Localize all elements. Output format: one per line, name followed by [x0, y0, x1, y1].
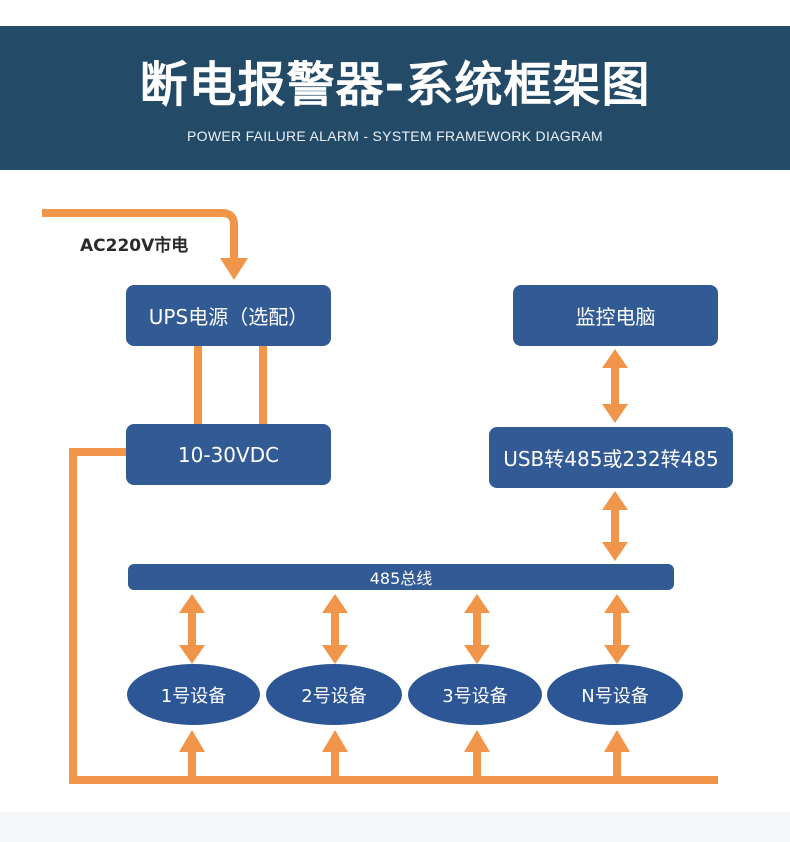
device-n-node: N号设备 [547, 664, 683, 725]
rs485-bus: 485总线 [128, 564, 674, 590]
page-subtitle: POWER FAILURE ALARM - SYSTEM FRAMEWORK D… [187, 128, 603, 144]
header-banner [0, 26, 790, 170]
page-title: 断电报警器-系统框架图 [139, 57, 651, 113]
footer-band [0, 812, 790, 842]
power-rail-wire [69, 448, 718, 784]
pc-arrow-down [602, 404, 628, 423]
device-2-node: 2号设备 [266, 664, 402, 725]
converter-box: USB转485或232转485 [489, 427, 733, 488]
pc-arrow-up [602, 349, 628, 368]
converter-arrow-up [602, 491, 628, 510]
ac-input-wire [42, 209, 238, 258]
dc-power-box: 10-30VDC [126, 424, 331, 485]
converter-arrow-down [602, 542, 628, 561]
device-3-node: 3号设备 [408, 664, 542, 725]
ups-power-box: UPS电源（选配） [126, 285, 331, 346]
ac-arrow-head [220, 258, 248, 280]
ac-input-label: AC220V市电 [80, 236, 189, 256]
device-1-node: 1号设备 [127, 664, 260, 725]
monitor-pc-box: 监控电脑 [513, 285, 718, 346]
